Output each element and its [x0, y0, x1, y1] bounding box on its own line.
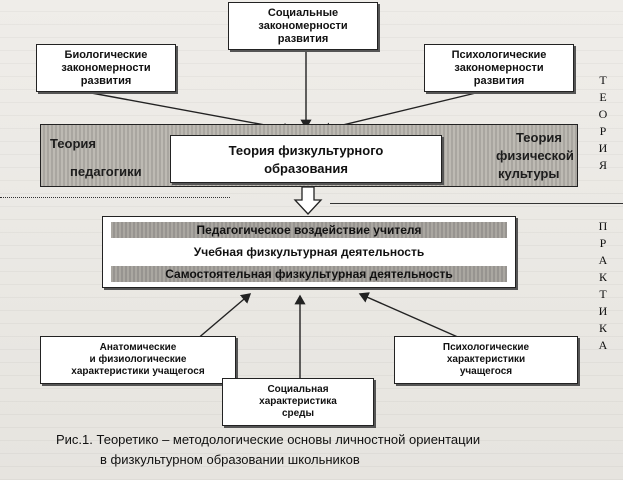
psych-laws-line-3: развития — [473, 74, 525, 87]
arrow-theory-to-practice — [293, 186, 323, 215]
practice-letter: А — [598, 253, 608, 267]
theory-letter: Т — [599, 73, 607, 87]
social-laws-box: Социальные закономерности развития — [228, 2, 378, 50]
theory-phys-education-box: Теория физкультурного образования — [170, 135, 442, 183]
psych-char-line-1: Психологические — [442, 342, 530, 353]
theory-letter: Е — [599, 90, 607, 104]
bio-laws-box: Биологические закономерности развития — [36, 44, 176, 92]
practice-letter: К — [598, 270, 607, 284]
theory-letter: Я — [598, 158, 607, 172]
anatomical-line-1: Анатомические — [99, 342, 177, 353]
theory-phys-education-line-2: образования — [264, 161, 348, 176]
practice-letter: Т — [599, 287, 607, 301]
social-laws-line-3: развития — [277, 32, 329, 45]
psych-laws-line-2: закономерности — [454, 61, 544, 74]
psych-char-line-3: учащегося — [459, 366, 513, 377]
practice-line-learning-activity: Учебная физкультурная деятельность — [193, 245, 425, 259]
theory-pedagogy-label-1: Теория — [50, 136, 96, 151]
social-char-line-1: Социальная — [267, 384, 329, 395]
psych-laws-box: Психологические закономерности развития — [424, 44, 574, 92]
anatomical-line-3: характеристики учащегося — [71, 366, 205, 377]
theory-phys-culture-label-1: Теория — [516, 130, 562, 145]
figure-caption-line-2: в физкультурном образовании школьников — [100, 452, 360, 467]
bio-laws-line-1: Биологические — [64, 48, 148, 61]
arrow-bio-to-theory — [85, 91, 294, 134]
arrow-psych-char-to-practice — [358, 292, 461, 339]
arrow-anatomical-to-practice — [195, 293, 252, 341]
practice-letter: И — [598, 304, 608, 318]
social-char-box: Социальная характеристика среды — [222, 378, 374, 426]
bio-laws-line-3: развития — [80, 74, 132, 87]
practice-letter: А — [598, 338, 608, 352]
social-char-line-2: характеристика — [259, 396, 337, 407]
theory-phys-education-line-1: Теория физкультурного — [228, 143, 384, 158]
social-laws-line-2: закономерности — [258, 19, 348, 32]
psych-char-line-2: характеристики — [446, 354, 526, 365]
theory-letter: Р — [599, 124, 607, 138]
practice-line-independent-activity: Самостоятельная физкультурная деятельнос… — [111, 266, 507, 282]
practice-line-teacher-influence: Педагогическое воздействие учителя — [111, 222, 507, 238]
theory-vertical-label: Т Е О Р И Я — [596, 72, 610, 174]
practice-vertical-label: П Р А К Т И К А — [596, 218, 610, 354]
practice-letter: К — [598, 321, 607, 335]
figure-caption-line-1: Рис.1. Теоретико – методологические осно… — [56, 432, 481, 447]
theory-phys-culture-label-2: физической — [496, 148, 574, 163]
practice-box: Педагогическое воздействие учителя Учебн… — [102, 216, 516, 288]
social-char-line-3: среды — [281, 408, 315, 419]
theory-letter: О — [598, 107, 608, 121]
theory-phys-culture-label-3: культуры — [498, 166, 560, 181]
social-laws-line-1: Социальные — [267, 6, 339, 19]
divider-left — [0, 197, 230, 198]
practice-letter: П — [598, 219, 608, 233]
theory-letter: И — [598, 141, 608, 155]
arrow-psych-to-theory — [320, 91, 481, 134]
divider-right — [330, 203, 623, 204]
practice-letter: Р — [599, 236, 607, 250]
bio-laws-line-2: закономерности — [61, 61, 151, 74]
psych-char-box: Психологические характеристики учащегося — [394, 336, 578, 384]
anatomical-box: Анатомические и физиологические характер… — [40, 336, 236, 384]
theory-pedagogy-label-2: педагогики — [70, 164, 142, 179]
psych-laws-line-1: Психологические — [451, 48, 547, 61]
anatomical-line-2: и физиологические — [89, 354, 187, 365]
